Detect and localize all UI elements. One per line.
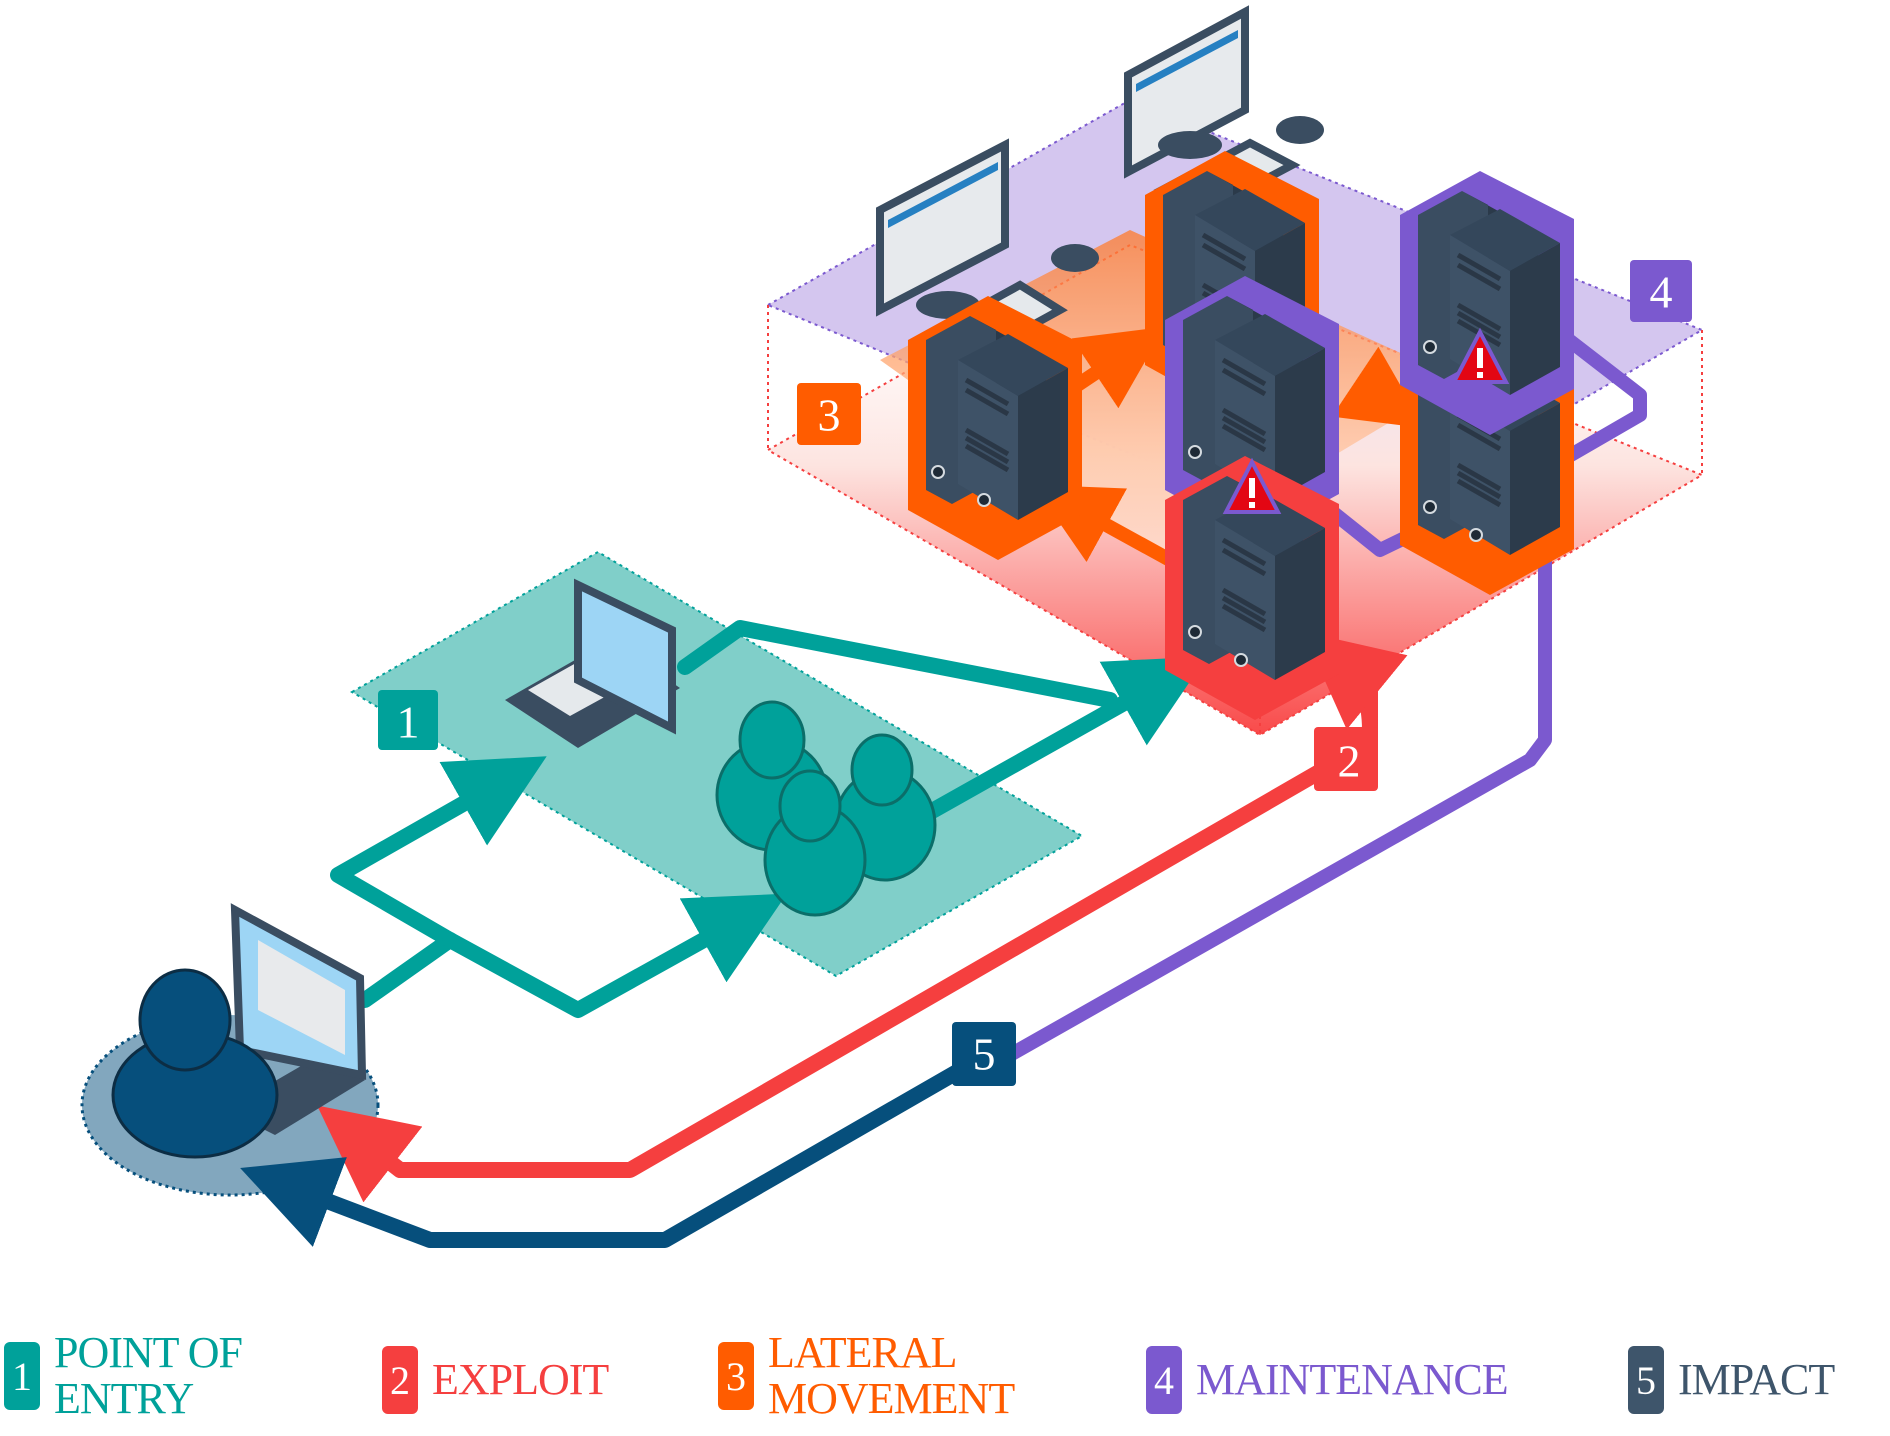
legend-label-line1: POINT OF [54, 1328, 243, 1377]
badge-2: 2 [1314, 727, 1378, 791]
legend-label: EXPLOIT [432, 1355, 609, 1404]
legend-item-point-of-entry: 1 POINT OF ENTRY [4, 1328, 243, 1423]
badge-5: 5 [952, 1022, 1016, 1086]
svg-text:2: 2 [1338, 736, 1361, 787]
svg-text:4: 4 [1650, 267, 1673, 318]
legend-label: IMPACT [1678, 1355, 1835, 1404]
svg-text:1: 1 [397, 697, 420, 748]
attack-diagram: 1 2 3 4 5 [80, 5, 1705, 1248]
legend-badge: 5 [1628, 1346, 1664, 1414]
attacker-icon [111, 903, 367, 1159]
legend: 1 POINT OF ENTRY 2 EXPLOIT 3 LATERAL MOV… [0, 1330, 1890, 1430]
legend-label-line1: LATERAL [768, 1328, 958, 1377]
server-c-maintenance [1165, 276, 1339, 540]
alert-icon [1450, 327, 1510, 384]
target-laptop-icon [505, 578, 680, 748]
legend-badge: 3 [718, 1342, 754, 1410]
badge-1: 1 [378, 690, 438, 750]
svg-text:3: 3 [818, 390, 841, 441]
svg-text:5: 5 [973, 1029, 996, 1080]
maintenance-path [1006, 463, 1552, 1062]
legend-label: MAINTENANCE [1196, 1355, 1509, 1404]
legend-label-line2: MOVEMENT [768, 1374, 1015, 1423]
server-a [908, 296, 1082, 560]
legend-item-impact: 5 IMPACT [1628, 1346, 1835, 1414]
badge-3: 3 [797, 383, 861, 445]
legend-badge: 4 [1146, 1346, 1182, 1414]
target-users-icon [715, 700, 937, 917]
alert-icon [1222, 457, 1282, 514]
legend-item-lateral-movement: 3 LATERAL MOVEMENT [718, 1328, 1015, 1423]
entry-paths [330, 620, 1207, 1018]
server-d-exploited [1165, 456, 1339, 720]
legend-item-maintenance: 4 MAINTENANCE [1146, 1346, 1509, 1414]
badge-4: 4 [1630, 260, 1692, 322]
server-e-maintenance [1400, 171, 1574, 435]
legend-badge: 2 [382, 1346, 418, 1414]
legend-badge: 1 [4, 1342, 40, 1410]
legend-label-line2: ENTRY [54, 1374, 194, 1423]
impact-path [240, 1046, 994, 1248]
legend-item-exploit: 2 EXPLOIT [382, 1346, 609, 1414]
entry-zone [350, 550, 1084, 978]
